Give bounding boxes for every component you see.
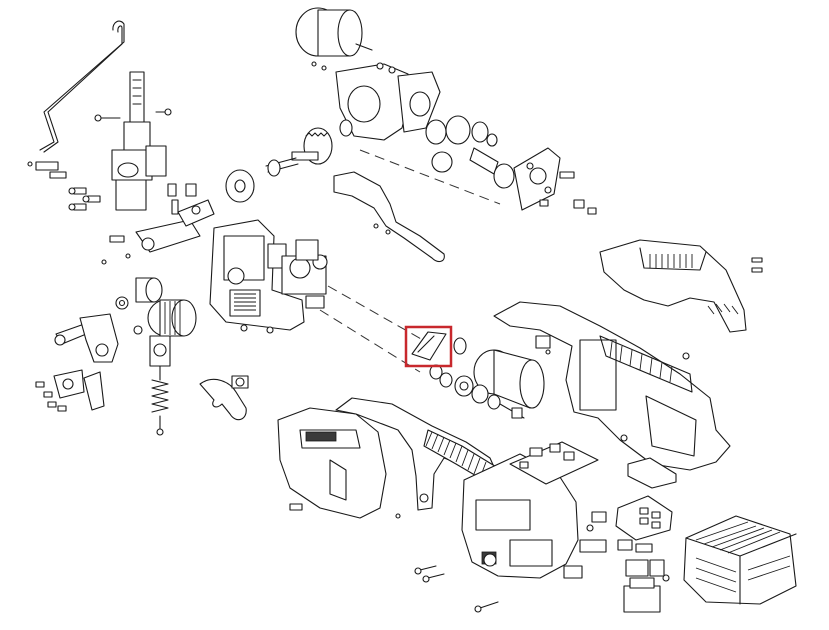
top-cover-housing — [599, 239, 763, 360]
screws-bottom — [414, 511, 607, 613]
bevel-gear-shaft — [225, 127, 333, 203]
side-bracket-plate — [513, 147, 597, 215]
upper-gear-cluster — [339, 115, 515, 189]
upper-gear-housing — [335, 62, 441, 141]
spring-plunger — [149, 335, 171, 436]
top-motor — [295, 7, 373, 71]
lower-housing-shell — [461, 453, 579, 579]
battery-pack — [683, 515, 797, 605]
claw-lever — [199, 375, 249, 421]
lower-body-housing — [493, 301, 731, 471]
highlighted-part — [404, 325, 453, 368]
bushing-and-gear — [135, 277, 197, 337]
circuit-board — [509, 441, 599, 485]
vertical-column-assembly — [94, 71, 172, 211]
crank-bracket-assembly — [35, 296, 143, 412]
side-cover-panel — [277, 407, 387, 519]
assembly-guide-lines — [319, 149, 501, 373]
gearbox-frame — [209, 219, 328, 334]
highlight-box — [404, 325, 453, 368]
linkage-arms — [101, 199, 215, 265]
screws-left-cluster — [68, 183, 197, 215]
motor-bearings — [429, 364, 501, 410]
trigger-lever — [333, 171, 445, 263]
corrugated-hose — [423, 429, 499, 485]
battery-contact-pads — [615, 457, 677, 613]
drive-motor — [453, 337, 545, 419]
bent-rod-lever — [27, 20, 125, 179]
